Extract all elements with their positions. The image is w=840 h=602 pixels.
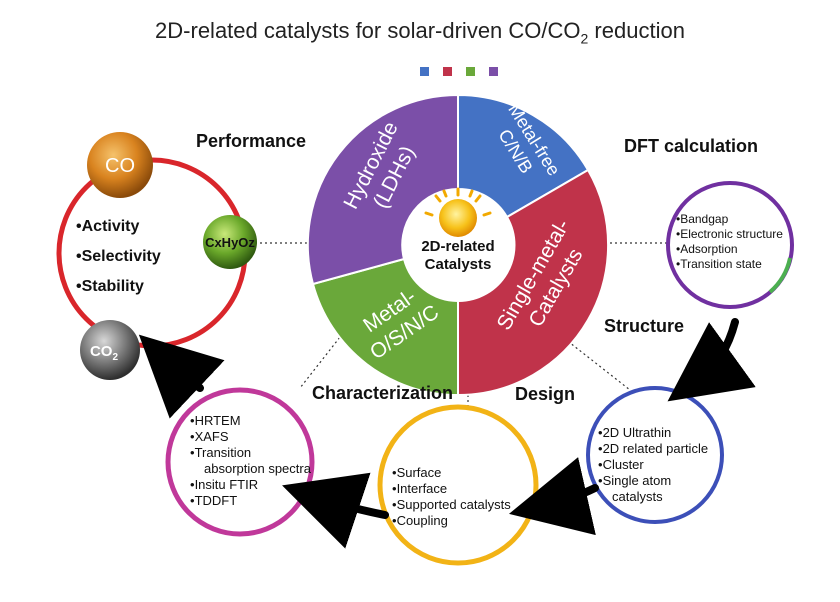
performance-item: Stability <box>76 272 161 302</box>
legend-square-red <box>443 67 452 76</box>
label-structure: Structure <box>604 316 685 336</box>
label-characterization: Characterization <box>312 383 454 403</box>
arrow-char-to-performance <box>138 334 225 419</box>
structure-item-continued: catalysts <box>612 489 663 504</box>
design-item: Coupling <box>392 513 511 529</box>
sun-icon <box>424 187 492 237</box>
dft-list: Bandgap Electronic structure Adsorption … <box>676 212 783 272</box>
design-item: Surface <box>392 465 511 481</box>
characterization-list: HRTEM XAFS Transition absorption spectra… <box>190 413 311 509</box>
flow-arrows <box>138 318 756 549</box>
legend-square-purple <box>489 67 498 76</box>
structure-item: Single atom <box>598 473 708 489</box>
segment-metal-free <box>457 93 590 219</box>
arrow-design-to-char <box>282 472 389 549</box>
performance-item: Selectivity <box>76 242 161 272</box>
segment-single-metal <box>457 168 610 397</box>
arrow-dft-to-structure <box>667 318 756 402</box>
arrow-structure-to-design <box>508 457 599 536</box>
characterization-item-continued: absorption spectra <box>204 461 311 476</box>
center-label-line1: 2D-related <box>421 238 494 255</box>
dft-item: Adsorption <box>676 242 783 257</box>
design-list: Surface Interface Supported catalysts Co… <box>392 465 511 529</box>
label-design: Design <box>515 384 576 404</box>
structure-item: 2D Ultrathin <box>598 425 708 441</box>
figure-title: 2D-related catalysts for solar-driven CO… <box>155 18 685 47</box>
performance-list: Activity Selectivity Stability <box>76 212 161 302</box>
characterization-item: XAFS <box>190 429 311 445</box>
design-item: Interface <box>392 481 511 497</box>
characterization-item: Transition <box>190 445 311 461</box>
structure-item: Cluster <box>598 457 708 473</box>
performance-item: Activity <box>76 212 161 242</box>
legend-square-green <box>466 67 475 76</box>
label-performance: Performance <box>196 131 307 151</box>
characterization-item: TDDFT <box>190 493 311 509</box>
co2-sphere <box>80 320 140 380</box>
design-item: Supported catalysts <box>392 497 511 513</box>
center-label-line2: Catalysts <box>425 256 492 273</box>
color-legend <box>420 67 498 76</box>
structure-list: 2D Ultrathin 2D related particle Cluster… <box>598 425 709 505</box>
co-sphere <box>87 132 153 198</box>
label-dft-calculation: DFT calculation <box>624 136 759 156</box>
characterization-item: Insitu FTIR <box>190 477 311 493</box>
co-label: CO <box>105 155 135 177</box>
co2-label: CO2 <box>90 343 119 363</box>
dft-item: Bandgap <box>676 212 783 227</box>
dft-item: Transition state <box>676 257 783 272</box>
dft-item: Electronic structure <box>676 227 783 242</box>
structure-item: 2D related particle <box>598 441 709 457</box>
catalyst-wheel: 2D-related Catalysts Hydroxide (LDHs) Me… <box>306 93 610 397</box>
wheel-center <box>402 189 514 301</box>
cxhyoz-sphere <box>203 215 257 269</box>
legend-square-blue <box>420 67 429 76</box>
characterization-item: HRTEM <box>190 413 311 429</box>
cxhyoz-label: CxHyOz <box>205 235 255 250</box>
